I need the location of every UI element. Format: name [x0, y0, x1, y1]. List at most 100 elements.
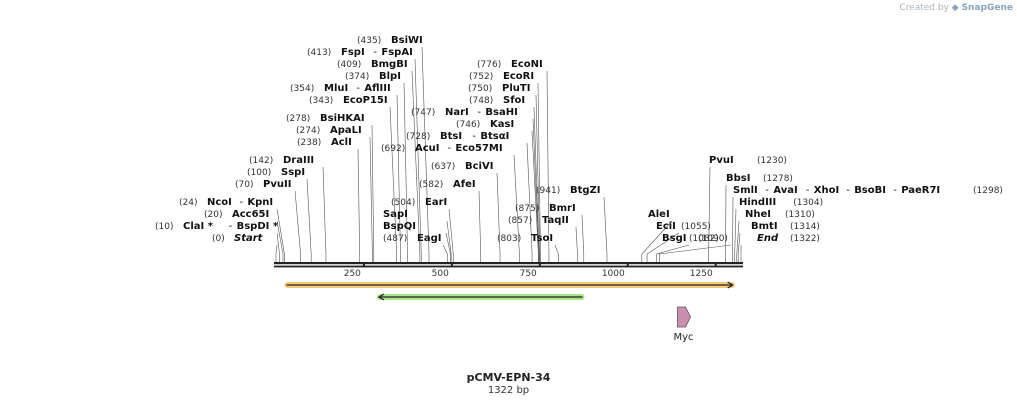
site-label-group[interactable]: (487)EagI	[383, 233, 441, 244]
site-leader	[533, 106, 540, 262]
site-enzyme-name: BsoBI	[854, 185, 886, 196]
myc-tag-icon[interactable]	[677, 306, 691, 328]
site-label-group[interactable]: (100)SspI	[247, 167, 305, 178]
site-label-group[interactable]: SmlI-AvaI-XhoI-BsoBI-PaeR7I(1298)	[733, 185, 1003, 196]
site-label-group[interactable]: (354)MluI-AflIII	[290, 83, 391, 94]
site-enzyme-name: TsoI	[531, 233, 553, 244]
site-label-group[interactable]: BbsI(1278)	[726, 173, 793, 184]
site-label-group[interactable]: BmtI(1314)	[751, 221, 820, 232]
site-label-group[interactable]: (374)BlpI	[345, 71, 401, 82]
site-label-group[interactable]: (746)KasI	[456, 119, 514, 130]
site-label-group[interactable]: PvuI(1230)	[709, 155, 787, 166]
site-enzyme-name: AcuI	[415, 143, 440, 154]
site-label-group[interactable]: (70)PvuII	[235, 179, 291, 190]
site-label-group[interactable]: (409)BmgBI	[337, 59, 408, 70]
site-label-group[interactable]: (435)BsiWI	[357, 35, 423, 46]
site-label-group[interactable]: (0)Start	[212, 233, 264, 244]
site-leader	[275, 244, 278, 262]
site-enzyme-name: End	[757, 233, 779, 244]
site-leader	[322, 166, 327, 262]
site-enzyme-name: BspQI	[383, 221, 416, 232]
site-enzyme-name: TaqII	[542, 215, 569, 226]
site-enzyme-name: PvuII	[263, 179, 291, 190]
site-label-group[interactable]: (776)EcoNI	[477, 59, 543, 70]
site-label-group[interactable]: (637)BciVI	[431, 161, 493, 172]
site-position: (10)	[155, 222, 173, 232]
snapgene-credit: Created by ◆ SnapGene	[899, 3, 1013, 13]
site-enzyme-name: BtsI	[440, 131, 462, 142]
site-enzyme-name: BmtI	[751, 221, 778, 232]
site-label-group[interactable]: (941)BtgZI	[536, 185, 601, 196]
site-label-group[interactable]: (238) AclI	[297, 137, 352, 148]
site-label-group[interactable]: End(1322)	[757, 233, 820, 244]
site-separator: -	[765, 185, 769, 196]
site-leader	[736, 220, 740, 262]
site-label-group[interactable]: (750)PluTI	[468, 83, 530, 94]
site-leader	[546, 70, 550, 262]
site-leader	[371, 124, 375, 262]
site-enzyme-name: Start	[234, 233, 264, 244]
site-enzyme-name: SfoI	[503, 95, 525, 106]
site-enzyme-name: XhoI	[814, 185, 839, 196]
plasmid-size: 1322 bp	[487, 385, 530, 396]
site-position: (142)	[249, 156, 273, 166]
site-leader	[403, 82, 408, 262]
site-position: (238)	[297, 138, 321, 148]
site-label-group[interactable]: (728)BtsI-BtsαI	[406, 131, 509, 142]
site-label-group[interactable]: (142)DraIII	[249, 155, 314, 166]
site-leader	[357, 148, 361, 262]
site-label-group[interactable]: (274)ApaLI	[296, 125, 362, 136]
site-label-group[interactable]: (875)BmrI	[515, 203, 576, 214]
site-label-group[interactable]: (343)EcoP15I	[309, 95, 388, 106]
site-label-group[interactable]: BspQI	[383, 221, 416, 232]
site-label-group[interactable]: (504)EarI	[391, 197, 447, 208]
site-leader	[496, 172, 501, 262]
site-position: (728)	[406, 132, 430, 142]
site-label-group[interactable]: (747)NarI-BsaHI	[411, 107, 518, 118]
site-enzyme-name: BmgBI	[371, 59, 408, 70]
site-position: (354)	[290, 84, 314, 94]
site-label-group[interactable]: (20)Acc65I	[204, 209, 269, 220]
site-label-group[interactable]: (413)FspI-FspAI	[307, 47, 413, 58]
site-label-group[interactable]: (10)ClaI *-BspDI *	[155, 221, 279, 232]
site-leader	[537, 82, 541, 262]
site-label-group[interactable]: (748)SfoI	[469, 95, 525, 106]
site-label-group[interactable]: EciI(1055)	[656, 221, 711, 232]
site-enzyme-name: NheI	[745, 209, 771, 220]
site-label-group[interactable]: NheI (1310)	[745, 209, 815, 220]
site-position: (582)	[419, 180, 443, 190]
site-separator: -	[477, 107, 481, 118]
site-position: (1310)	[785, 210, 815, 220]
site-label-group[interactable]: (803)TsoI	[497, 233, 553, 244]
site-enzyme-name: HindIII	[739, 197, 776, 208]
site-enzyme-name: BsiWI	[391, 35, 423, 46]
site-enzyme-name: PaeR7I	[901, 185, 940, 196]
site-labels: (0)Start(10)ClaI *-BspDI *(20)Acc65I(24)…	[155, 35, 1003, 244]
site-label-group[interactable]: (278)BsiHKAI	[286, 113, 365, 124]
site-label-group[interactable]: (857)TaqII	[508, 215, 569, 226]
site-leader	[446, 220, 452, 262]
site-label-group[interactable]: BsgI(1082)	[662, 233, 719, 244]
site-position: (343)	[309, 96, 333, 106]
site-enzyme-name: KpnI	[247, 197, 273, 208]
site-label-group[interactable]: (1090)	[698, 234, 728, 244]
site-position: (747)	[411, 108, 435, 118]
site-leader	[414, 58, 422, 262]
site-separator: -	[806, 185, 810, 196]
site-label-group[interactable]: (692)AcuI-Eco57MI	[381, 143, 503, 154]
credit-brand: SnapGene	[961, 3, 1013, 13]
credit-prefix: Created by	[899, 3, 949, 13]
site-position: (692)	[381, 144, 405, 154]
site-enzyme-name: BciVI	[465, 161, 493, 172]
site-leader	[708, 166, 711, 262]
site-leader	[421, 46, 430, 262]
site-separator: -	[229, 221, 233, 232]
site-label-group[interactable]: (752)EcoRI	[469, 71, 534, 82]
site-enzyme-name: AclI	[331, 137, 352, 148]
site-label-group[interactable]: AleI	[648, 209, 670, 220]
site-label-group[interactable]: HindIII(1304)	[739, 197, 823, 208]
site-label-group[interactable]: (582)AfeI	[419, 179, 476, 190]
site-label-group[interactable]: SapI	[383, 209, 408, 220]
site-label-group[interactable]: (24)NcoI-KpnI	[179, 197, 273, 208]
site-enzyme-name: SapI	[383, 209, 408, 220]
